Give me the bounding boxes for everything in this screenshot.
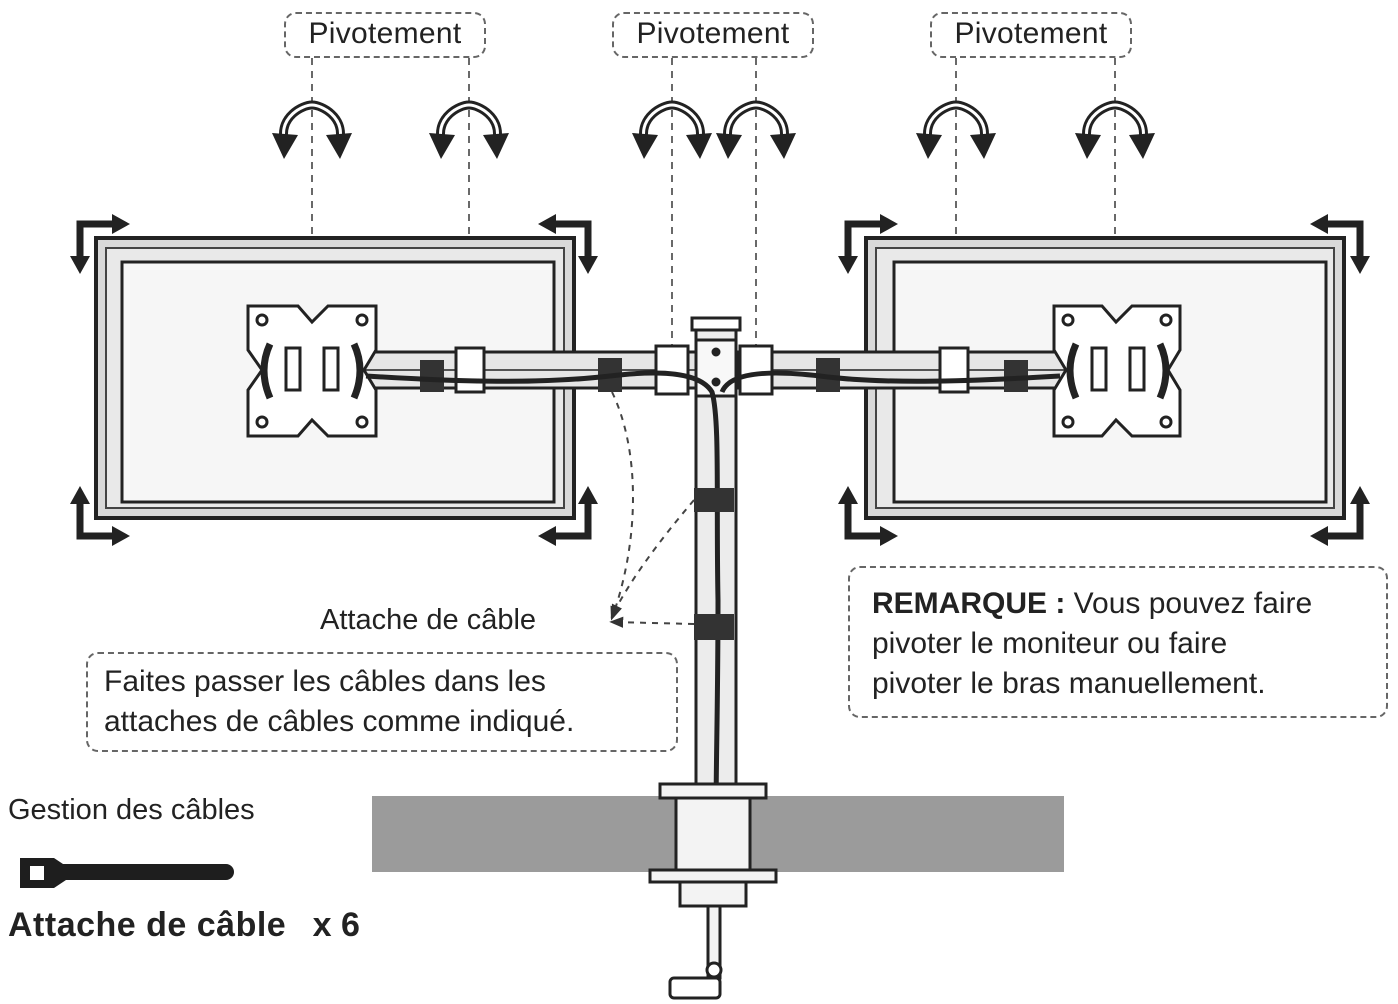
remark-line-1: REMARQUE : Vous pouvez faire: [872, 584, 1386, 624]
right-vesa-plate: [1052, 304, 1182, 438]
cable-routing-note: Faites passer les câbles dans les attach…: [86, 652, 678, 752]
remark-line-3: pivoter le bras manuellement.: [872, 667, 1266, 700]
pivot-label-center: Pivotement: [612, 12, 814, 58]
routed-cables: [365, 370, 1061, 821]
remark-line-2: pivoter le moniteur ou faire: [872, 627, 1228, 660]
cable-strap-quantity: x 6: [312, 906, 360, 944]
right-monitor: [864, 236, 1346, 520]
left-vesa-plate: [246, 304, 378, 438]
pivot-label-right: Pivotement: [930, 12, 1132, 58]
cable-tie-leader-lines: [609, 391, 695, 628]
pivot-label-left: Pivotement: [284, 12, 486, 58]
velcro-cable-strap-icon: [20, 858, 234, 888]
pole-cable-ties: [694, 488, 734, 640]
desk-clamp: [648, 782, 778, 1000]
remark-line-1-rest: Vous pouvez faire: [1065, 587, 1313, 620]
remark-heading: REMARQUE :: [872, 587, 1066, 620]
cable-tie-label: Attache de câble: [320, 604, 537, 636]
remark-note: REMARQUE : Vous pouvez faire pivoter le …: [848, 566, 1388, 718]
cable-management-title: Gestion des câbles: [8, 794, 255, 826]
routing-note-line-1: Faites passer les câbles dans les: [104, 665, 546, 698]
pivot-label-text: Pivotement: [954, 17, 1108, 50]
cable-strap-item: Attache de câble: [8, 906, 287, 944]
arm-joints: [454, 344, 970, 396]
routing-note-line-2: attaches de câbles comme indiqué.: [104, 705, 575, 738]
cable-strap-quantity-line: Attache de câble x 6: [8, 906, 360, 945]
pivot-label-text: Pivotement: [636, 17, 790, 50]
pivot-label-text: Pivotement: [308, 17, 462, 50]
